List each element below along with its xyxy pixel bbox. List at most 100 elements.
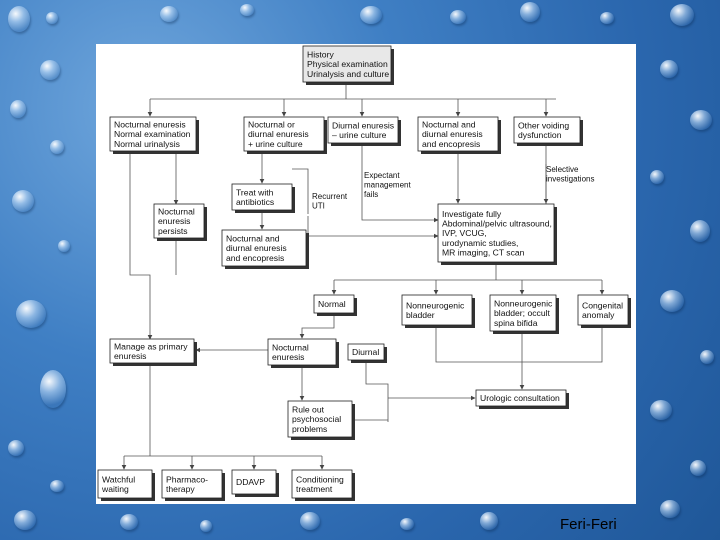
node-text-line: Congenital [582,300,623,310]
node-box [291,469,353,499]
node-text-line: Pharmaco- [166,474,208,484]
node-text-line: spina bifida [494,318,538,328]
node-text-line: Urologic consultation [480,393,560,403]
node-text-line: enuresis [114,351,146,361]
node-text-line: enuresis [158,216,190,226]
node-text-line: bladder; occult [494,308,551,318]
node-text-line: and encopresis [422,139,480,149]
node-text-line: Nonneurogenic [406,300,465,310]
node-text-line: Normal examination [114,129,191,139]
node-ddavp: DDAVP [231,469,279,497]
node-text-line: antibiotics [236,197,274,207]
node-text-line: urodynamic studies, [442,238,518,248]
node-text-line: DDAVP [236,477,265,487]
node-text-line: enuresis [272,352,304,362]
node-text-line: Watchful [102,474,135,484]
node-text-line: and encopresis [226,253,284,263]
node-text-line: persists [158,226,188,236]
node-box [513,116,581,144]
connector-arrow [361,143,439,223]
node-text-line: Nocturnal [272,342,309,352]
node-text-line: Nocturnal enuresis [114,120,186,130]
node-box [437,203,555,263]
node-text-line: History [307,50,334,60]
node-box [475,389,567,407]
node-text-line: Treat with [236,187,274,197]
node-text-line: Urinalysis and culture [307,69,389,79]
node-text-line: IVP, VCUG, [442,228,487,238]
node-text-line: Diurnal enuresis [332,120,394,130]
node-text-line: Nocturnal or [248,120,295,130]
edge-label-expectant: Expectant [364,171,400,180]
node-box [302,45,392,83]
node-diurnal: Diurnal [347,343,387,363]
node-text-line: psychosocial [292,414,341,424]
node-text-line: bladder [406,310,435,320]
node-box [313,294,355,314]
node-box [327,116,399,144]
connector-line [292,168,309,214]
connector-arrow [129,151,153,340]
node-text-line: Conditioning [296,474,344,484]
node-text-line: Rule out [292,405,325,415]
node-text-line: – urine culture [332,130,387,140]
node-urologic: Urologic consultation [475,389,569,409]
node-text-line: diurnal enuresis [248,129,309,139]
node-text-line: treatment [296,484,333,494]
node-pharmaco: Pharmaco-therapy [161,469,225,501]
node-diurnal-culture: Diurnal enuresis– urine culture [327,116,401,146]
node-text-line: dysfunction [518,130,562,140]
node-box [231,183,293,211]
node-text-line: MR imaging, CT scan [442,247,525,257]
node-box [161,469,223,499]
node-box [267,338,337,366]
node-text-line: Abdominal/pelvic ultrasound, [442,219,552,229]
node-text-line: Physical examination [307,59,388,69]
node-box [577,294,629,326]
node-text-line: Diurnal [352,347,379,357]
node-box [417,116,499,152]
edge-label-selective: Selective [546,165,579,174]
node-box [97,469,153,499]
watermark-text: Feri-Feri [560,516,617,533]
node-text-line: Normal [318,299,346,309]
node-box [109,338,195,364]
node-text-line: therapy [166,484,195,494]
node-text-line: diurnal enuresis [226,243,287,253]
node-text-line: Nocturnal and [226,234,280,244]
node-box [109,116,197,152]
node-normal: Normal [313,294,357,316]
node-box [243,116,325,152]
edge-label-recurrent: UTI [312,202,325,211]
edge-label-expectant: fails [364,190,378,199]
connector-line [435,325,603,363]
edge-label-expectant: management [364,181,411,190]
node-text-line: + urine culture [248,139,303,149]
node-text-line: diurnal enuresis [422,129,483,139]
edge-label-recurrent: Recurrent [312,192,348,201]
node-box [401,294,473,326]
node-text-line: Nocturnal and [422,120,476,130]
node-text-line: Investigate fully [442,209,502,219]
connector-arrow [299,313,335,339]
node-box [153,203,205,239]
node-text-line: anomaly [582,310,615,320]
node-box [231,469,277,495]
node-text-line: problems [292,424,327,434]
